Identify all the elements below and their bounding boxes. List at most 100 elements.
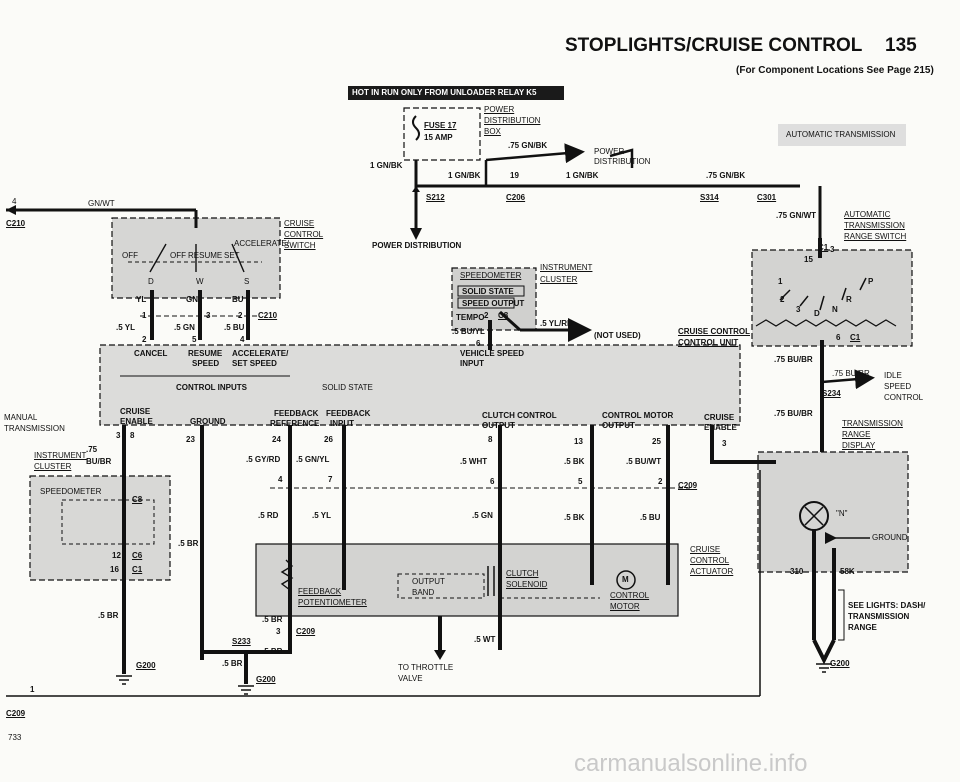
wire-4: 4 [12, 197, 17, 206]
sw-off-1: OFF [122, 251, 138, 260]
conn-c1-top: C1 [818, 243, 829, 252]
sw-d: D [148, 277, 154, 286]
resume-speed-1: RESUME [188, 349, 223, 358]
w5yl-rd: .5 YL/RD [540, 319, 573, 328]
wire-yl-rd [498, 310, 522, 332]
cruise-switch-1: CRUISE [284, 219, 315, 228]
pin-2c: 2 [484, 311, 489, 320]
accel-set-1: ACCELERATE/ [232, 349, 289, 358]
pd-return-arrow [609, 148, 634, 168]
ground-g200-mid [238, 685, 254, 695]
instr-cluster-2: CLUSTER [540, 275, 578, 284]
wire-1gnbk-a: 1 GN/BK [370, 161, 403, 170]
conn-c6: C6 [132, 551, 143, 560]
cruise-switch-box [111, 217, 281, 299]
cruise-enable-1: CRUISE [120, 407, 151, 416]
page-title: STOPLIGHTS/CRUISE CONTROL [565, 35, 863, 56]
wire-75gnbk-right: .75 GN/BK [706, 171, 746, 180]
at-range-2: TRANSMISSION [844, 221, 905, 230]
w5rd: .5 RD [258, 511, 279, 520]
wire-br-bottom [202, 600, 292, 654]
pdb-2: DISTRIBUTION [484, 116, 541, 125]
conn-c209-mid: C209 [678, 481, 698, 490]
instr-cluster-l2: CLUSTER [34, 462, 72, 471]
speed-output-box [457, 297, 515, 309]
w5br-mid: .5 BR [178, 539, 199, 548]
w5buwt: .5 BU/WT [626, 457, 662, 466]
feedback-pot-symbol [280, 559, 294, 591]
cancel: CANCEL [134, 349, 168, 358]
conn-c1-left: C1 [132, 565, 143, 574]
sw-accelerate: ACCELERATE/ [234, 239, 289, 248]
w5bk: .5 BK [564, 457, 585, 466]
throttle-arrow [434, 650, 446, 660]
splice-s233: S233 [232, 637, 251, 646]
see-lights-3: RANGE [848, 623, 877, 632]
w5br-b: .5 BR [262, 615, 283, 624]
splice-s212: S212 [426, 193, 445, 202]
hot-in-run-banner: HOT IN RUN ONLY FROM UNLOADER RELAY K5 [352, 88, 537, 97]
sw-s: S [244, 277, 250, 286]
splice-s234: S234 [822, 389, 841, 398]
switch-contacts [149, 243, 245, 273]
instrument-cluster-shade [452, 268, 536, 330]
w75bubr-2: .75 BU/BR [832, 369, 870, 378]
sw-w: W [196, 277, 204, 286]
actuator-3: ACTUATOR [690, 567, 734, 576]
w5bk-b: .5 BK [564, 513, 585, 522]
conn-c8-left: C8 [132, 495, 143, 504]
w5gnyl: .5 GN/YL [296, 455, 330, 464]
fuse-amp: 15 AMP [424, 133, 453, 142]
output-band-2: BAND [412, 588, 435, 597]
feedback-ref-2: REFERENCE [270, 419, 320, 428]
w5bu: .5 BU [224, 323, 245, 332]
feedback-in-1: FEEDBACK [326, 409, 371, 418]
pin-13: 13 [574, 437, 583, 446]
gn: GN [186, 295, 198, 304]
pin-5: 5 [192, 335, 197, 344]
control-unit-box [99, 344, 741, 426]
pin-8: 8 [130, 431, 135, 440]
w-bubr: BU/BR [86, 457, 112, 466]
w5buyl: .5 BU/YL [452, 327, 485, 336]
range-switch-shade [752, 250, 912, 346]
cruise-unit-1: CRUISE CONTROL [678, 327, 750, 336]
feedback-in-2: INPUT [330, 419, 354, 428]
page-subtitle: (For Component Locations See Page 215) [736, 65, 934, 76]
idle-2: SPEED [884, 382, 912, 391]
pin-5b: 5 [578, 477, 583, 486]
page-code: 733 [8, 733, 22, 742]
w5gn-b: .5 GN [472, 511, 493, 520]
feedback-pot-2: POTENTIOMETER [298, 598, 367, 607]
feedback-pot-1: FEEDBACK [298, 587, 342, 596]
idle-3: CONTROL [884, 393, 924, 402]
conn-c301: C301 [757, 193, 777, 202]
wire-1gnbk-c: 1 GN/BK [566, 171, 599, 180]
conn-58k: 58K [840, 567, 855, 576]
w5yl-b: .5 YL [312, 511, 331, 520]
w5gyrd: .5 GY/RD [246, 455, 281, 464]
pin-6b: 6 [836, 333, 841, 342]
manual-2: TRANSMISSION [4, 424, 65, 433]
w5br-left: .5 BR [98, 611, 119, 620]
instr-cluster-1: INSTRUMENT [540, 263, 593, 272]
range-switch-box [751, 249, 913, 347]
pin-6: 6 [476, 339, 481, 348]
conn-c210-mid: C210 [258, 311, 278, 320]
pin-3e: 3 [276, 627, 281, 636]
pin-8b: 8 [488, 435, 493, 444]
see-lights-2: TRANSMISSION [848, 612, 910, 621]
cruise-unit-2: CONTROL UNIT [678, 338, 739, 347]
output-band-1: OUTPUT [412, 577, 445, 586]
pd-arrow-2: DISTRIBUTION [594, 157, 651, 166]
cruise-enable-r2: ENABLE [704, 423, 737, 432]
hot-in-run-banner-bg [348, 86, 564, 100]
pin-1b: 1 [30, 685, 35, 694]
control-unit-shade [100, 345, 740, 425]
wire-75gnbk-top: .75 GN/BK [508, 141, 548, 150]
cruise-switch-3: SWITCH [284, 241, 316, 250]
conn-c210-left: C210 [6, 219, 26, 228]
pin-7: 7 [328, 475, 333, 484]
gear-d: D [814, 309, 820, 318]
